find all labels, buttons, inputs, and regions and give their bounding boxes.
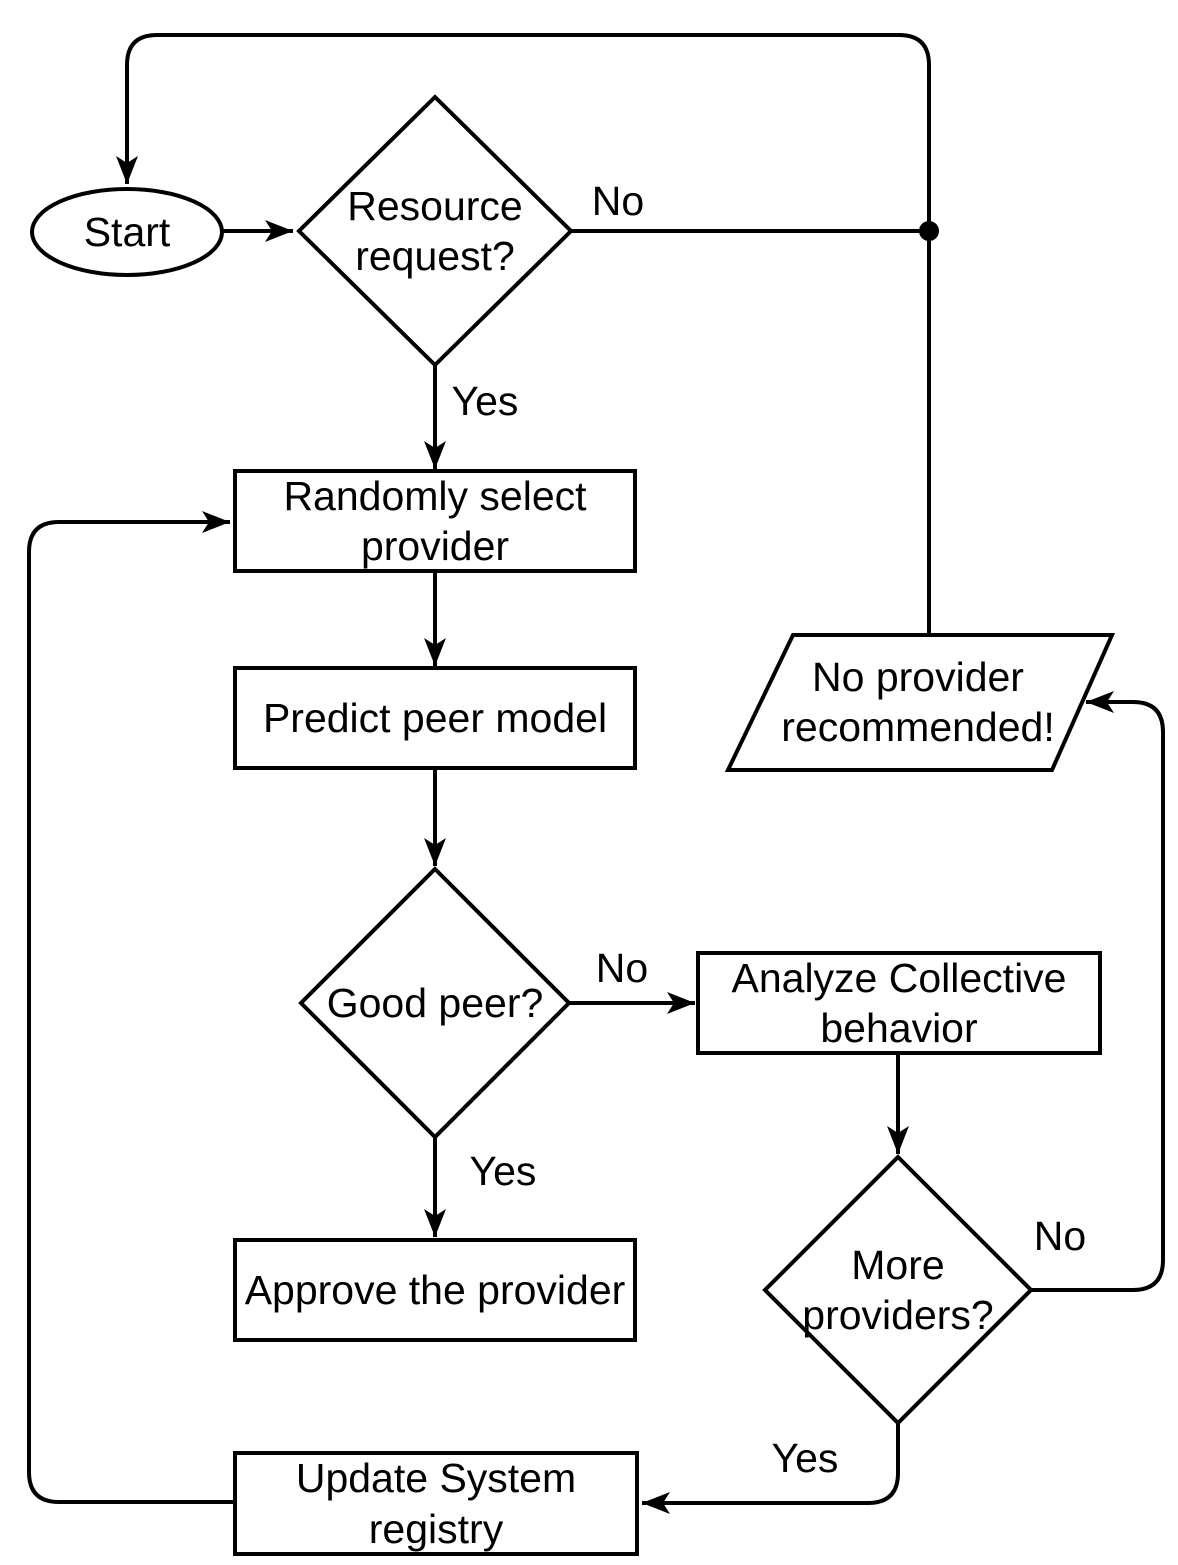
update-registry-rect-shape bbox=[233, 1451, 639, 1556]
approve-provider-rect-shape bbox=[233, 1238, 637, 1342]
edge-update-registry-loop-to-randomly-select bbox=[27, 511, 235, 1504]
randomly-select-rect-shape bbox=[233, 469, 637, 573]
good-peer-diamond-shape bbox=[298, 866, 572, 1140]
edge-more-providers-no-to-no-provider bbox=[1031, 691, 1165, 1292]
no-provider-parallelogram-shape bbox=[724, 633, 1116, 772]
edge-junction-dot bbox=[919, 221, 939, 241]
resource-request-diamond-shape bbox=[296, 94, 574, 368]
start-node-shape bbox=[30, 187, 224, 277]
analyze-collective-rect-shape bbox=[696, 951, 1102, 1055]
edge-no-provider-loop-to-start bbox=[116, 33, 931, 634]
predict-peer-rect-shape bbox=[233, 666, 637, 770]
more-providers-diamond-shape bbox=[762, 1154, 1034, 1426]
edge-more-providers-yes-to-update-registry bbox=[642, 1423, 900, 1514]
